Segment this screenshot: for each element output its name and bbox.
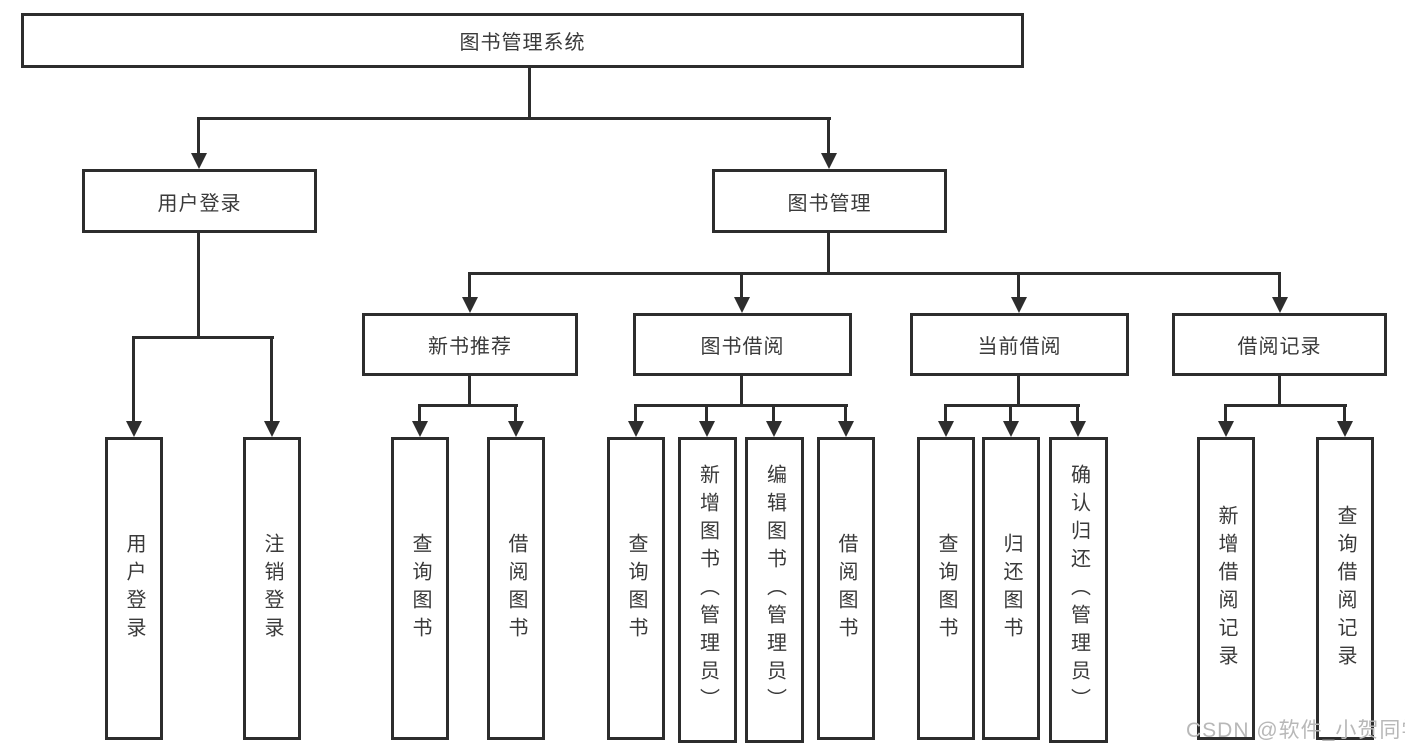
node-leaf-borrow-book-recommend: 借阅图书 [487,437,545,740]
node-new-book-recommend: 新书推荐 [362,313,578,376]
node-label: 借阅图书 [505,532,527,645]
node-leaf-return-book: 归还图书 [982,437,1040,740]
arrow-to-leaf-login [125,337,142,437]
arrow-g2-leaf1 [627,405,644,437]
connector-level2-bar [197,117,831,120]
connector-g2-stem [740,376,743,407]
arrow-g2-leaf2 [698,405,715,437]
connector-root-stem [528,68,531,120]
arrow-to-borrow-records [1271,273,1288,313]
node-label: 查询图书 [409,532,431,645]
node-leaf-user-login: 用户登录 [105,437,163,740]
node-label: 新增借阅记录 [1215,504,1237,673]
node-leaf-confirm-return-admin: 确认归还（管理员） [1049,437,1108,743]
node-leaf-search-book-current: 查询图书 [917,437,975,740]
node-label: 查询图书 [625,532,647,645]
node-root-system: 图书管理系统 [21,13,1024,68]
node-label: 编辑图书（管理员） [763,464,786,716]
connector-user-login-stem [197,233,200,339]
connector-g1-stem [468,376,471,407]
arrow-g3-leaf2 [1002,405,1019,437]
arrow-to-leaf-logout [263,337,280,437]
node-label: 归还图书 [1000,532,1022,645]
csdn-watermark: CSDN @软件_小贺同学 [1186,719,1405,742]
arrow-g4-leaf1 [1217,405,1234,437]
connector-g4-bar [1224,404,1347,407]
arrow-g3-leaf1 [937,405,954,437]
connector-user-login-bar [132,336,274,339]
node-book-borrow: 图书借阅 [633,313,852,376]
node-label: 注销登录 [261,532,283,645]
arrow-to-user-login [190,118,207,169]
node-current-borrow: 当前借阅 [910,313,1129,376]
node-user-login: 用户登录 [82,169,317,233]
arrow-g1-leaf2 [507,405,524,437]
node-label: 查询借阅记录 [1334,504,1356,673]
node-leaf-search-book-recommend: 查询图书 [391,437,449,740]
arrow-g1-leaf1 [411,405,428,437]
connector-g4-stem [1278,376,1281,407]
connector-g3-bar [944,404,1080,407]
connector-g2-bar [634,404,848,407]
node-label: 查询图书 [935,532,957,645]
node-label: 借阅图书 [835,532,857,645]
arrow-to-current-borrow [1010,273,1027,313]
node-label: 确认归还（管理员） [1067,464,1090,716]
node-label: 用户登录 [123,532,145,645]
node-leaf-add-borrow-record: 新增借阅记录 [1197,437,1255,740]
node-book-management: 图书管理 [712,169,947,233]
arrow-g2-leaf3 [765,405,782,437]
arrow-to-new-book-recommend [461,273,478,313]
node-leaf-logout: 注销登录 [243,437,301,740]
connector-g1-bar [418,404,518,407]
node-leaf-borrow-book: 借阅图书 [817,437,875,740]
node-label: 新增图书（管理员） [696,464,719,716]
node-borrow-records: 借阅记录 [1172,313,1387,376]
connector-level3-bar [468,272,1281,275]
arrow-g2-leaf4 [837,405,854,437]
node-leaf-add-book-admin: 新增图书（管理员） [678,437,737,743]
arrow-to-book-borrow [733,273,750,313]
node-leaf-edit-book-admin: 编辑图书（管理员） [745,437,804,743]
arrow-to-book-management [820,118,837,169]
connector-g3-stem [1017,376,1020,407]
connector-book-mgmt-stem [827,233,830,275]
node-leaf-search-borrow-record: 查询借阅记录 [1316,437,1374,740]
arrow-g4-leaf2 [1336,405,1353,437]
node-leaf-search-book-borrow: 查询图书 [607,437,665,740]
arrow-g3-leaf3 [1069,405,1086,437]
